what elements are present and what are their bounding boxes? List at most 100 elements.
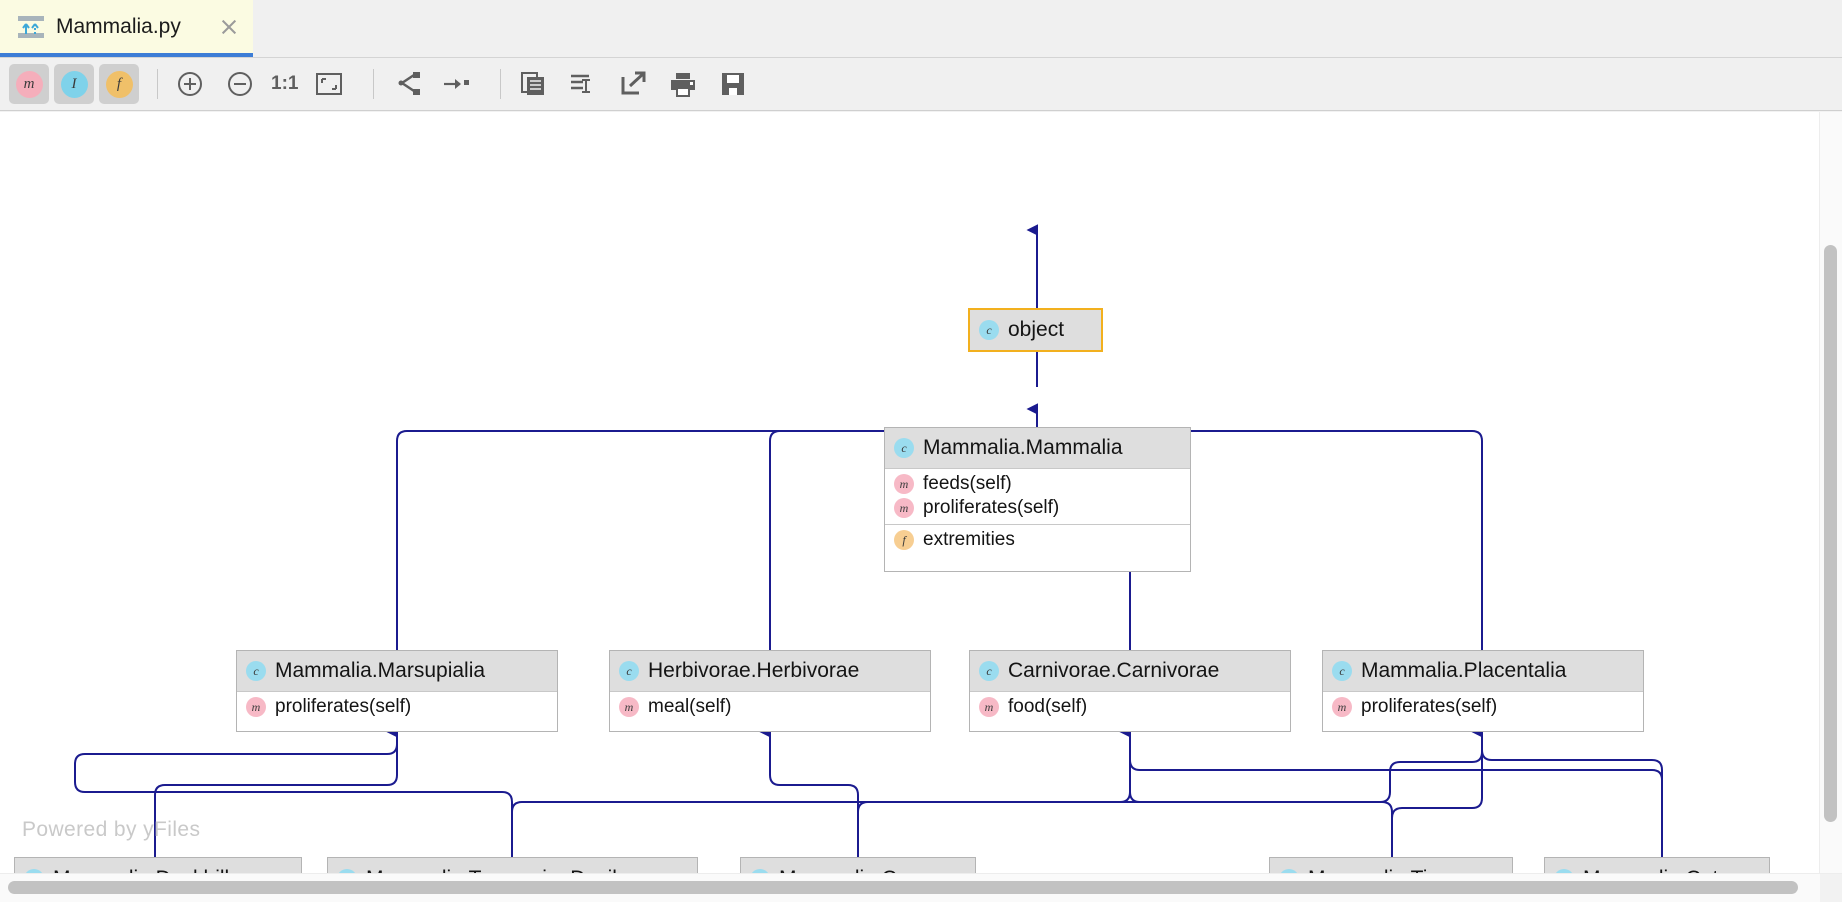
diagram-canvas[interactable]: c object c Mammalia.Mammalia m feeds(sel… [0,112,1820,874]
export-button[interactable] [614,65,652,103]
class-node-header: c Mammalia.Cat [1545,858,1769,874]
class-node-placentalia[interactable]: c Mammalia.Placentalia m proliferates(se… [1322,650,1644,732]
export-icon [621,71,646,95]
class-icon: c [750,869,770,874]
class-node-title: Mammalia.Duckbill [53,867,229,874]
vertical-scrollbar-thumb[interactable] [1824,245,1837,822]
diagram-icon [18,14,44,40]
fit-content-button[interactable] [310,65,348,103]
class-node-header: c Mammalia.Tiger [1270,858,1512,874]
class-node-title: Mammalia.Cow [779,867,924,874]
align-button[interactable] [564,65,602,103]
class-icon: c [1554,869,1574,874]
class-node-header: c Mammalia.Marsupialia [237,651,557,691]
method-badge-icon: m [15,70,43,98]
diagram-toolbar: m I f 1:1 [0,58,1842,111]
class-node-header: c Mammalia.Duckbill [15,858,301,874]
print-icon [671,73,696,97]
class-node-title: Herbivorae.Herbivorae [648,659,860,682]
class-node-methods: m proliferates(self) [237,691,557,723]
zoom-in-icon [178,72,202,96]
jump-to-source-button[interactable] [437,65,475,103]
class-node-methods: m feeds(self) m proliferates(self) [885,468,1190,524]
zoom-out-button[interactable] [221,65,259,103]
print-button[interactable] [664,65,702,103]
class-node-cat[interactable]: c Mammalia.Cat [1544,857,1770,874]
toolbar-separator-2 [373,69,375,99]
class-icon: c [1332,661,1352,681]
scrollbar-corner [1820,874,1842,902]
class-node-methods: m meal(self) [610,691,930,723]
member-row[interactable]: m food(self) [970,695,1290,719]
class-node-title: Mammalia.Marsupialia [275,659,486,682]
class-node-header: c Mammalia.Cow [741,858,975,874]
class-node-fields: f extremities [885,524,1190,556]
save-button[interactable] [714,65,752,103]
class-icon: c [979,661,999,681]
field-badge-icon: f [105,70,133,98]
layout-icon [398,72,421,95]
member-row[interactable]: f extremities [885,528,1190,552]
align-icon [571,74,591,93]
class-node-title: Carnivorae.Carnivorae [1008,659,1220,682]
method-icon: m [894,498,914,518]
class-icon: c [337,869,357,874]
horizontal-scrollbar-thumb[interactable] [8,881,1798,894]
layout-button[interactable] [387,65,425,103]
member-label: meal(self) [648,696,732,717]
member-row[interactable]: m proliferates(self) [1323,695,1643,719]
class-node-marsupialia[interactable]: c Mammalia.Marsupialia m proliferates(se… [236,650,558,732]
zoom-in-button[interactable] [171,65,209,103]
member-label: feeds(self) [923,473,1012,494]
close-icon[interactable] [218,16,240,38]
class-node-header: c Herbivorae.Herbivorae [610,651,930,691]
show-inherited-toggle[interactable]: I [54,64,94,104]
save-icon [722,73,745,95]
class-icon: c [894,438,914,458]
show-fields-toggle[interactable]: f [99,64,139,104]
class-node-title: Mammalia.Tiger [1308,867,1458,874]
member-label: proliferates(self) [923,497,1060,518]
fit-content-icon [316,73,343,95]
class-node-duckbill[interactable]: c Mammalia.Duckbill [14,857,302,874]
class-node-herbivorae[interactable]: c Herbivorae.Herbivorae m meal(self) [609,650,931,732]
class-node-tiger[interactable]: c Mammalia.Tiger [1269,857,1513,874]
tab-active-indicator [0,53,253,57]
tab-mammalia-py[interactable]: Mammalia.py [0,0,253,53]
member-row[interactable]: m feeds(self) [885,472,1190,496]
actual-size-button[interactable]: 1:1 [271,73,299,94]
member-label: proliferates(self) [1361,696,1498,717]
method-icon: m [619,697,639,717]
class-node-methods: m food(self) [970,691,1290,723]
class-node-cow[interactable]: c Mammalia.Cow [740,857,976,874]
tab-bar: Mammalia.py [0,0,1842,58]
vertical-scrollbar[interactable] [1819,112,1842,874]
copy-button[interactable] [514,65,552,103]
class-node-mammalia[interactable]: c Mammalia.Mammalia m feeds(self) m prol… [884,427,1191,572]
class-node-object[interactable]: c object [968,308,1103,352]
member-row[interactable]: m proliferates(self) [885,496,1190,520]
member-row[interactable]: m proliferates(self) [237,695,557,719]
yfiles-watermark: Powered by yFiles [22,818,201,841]
class-icon: c [24,869,44,874]
jump-to-icon [444,79,470,89]
class-icon: c [246,661,266,681]
class-node-tasmaniandevil[interactable]: c Mammalia.TasmanianDevil [327,857,698,874]
method-icon: m [894,474,914,494]
class-node-title: Mammalia.Cat [1583,867,1718,874]
method-icon: m [246,697,266,717]
member-label: extremities [923,529,1015,550]
class-node-title: object [1008,318,1065,341]
member-label: proliferates(self) [275,696,412,717]
show-methods-toggle[interactable]: m [9,64,49,104]
class-node-carnivorae[interactable]: c Carnivorae.Carnivorae m food(self) [969,650,1291,732]
class-node-title: Mammalia.Placentalia [1361,659,1567,682]
toolbar-separator [157,69,158,99]
class-node-methods: m proliferates(self) [1323,691,1643,723]
inherited-badge-icon: I [60,70,88,98]
copy-icon [521,72,545,95]
member-row[interactable]: m meal(self) [610,695,930,719]
horizontal-scrollbar[interactable] [0,873,1842,902]
class-icon: c [619,661,639,681]
